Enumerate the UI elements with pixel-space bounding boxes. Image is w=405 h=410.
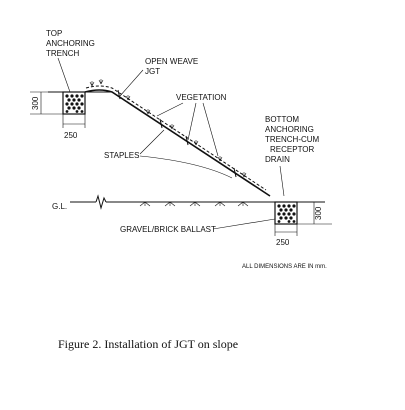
ground-hatching (139, 201, 249, 207)
label-vegetation: VEGETATION (176, 93, 227, 102)
top-height-dimension (30, 91, 63, 115)
top-width-dimension (62, 114, 86, 128)
label-trench: TRENCH (46, 49, 80, 58)
bottom-width-dimension (274, 224, 298, 236)
top-height-value: 300 (31, 96, 40, 110)
bottom-anchoring-trench (274, 201, 298, 225)
label-top: TOP (46, 29, 62, 38)
bottom-height-dimension (297, 202, 332, 225)
jgt-leader (119, 69, 144, 97)
label-staples: STAPLES (104, 151, 139, 160)
bottom-height-value: 300 (314, 206, 323, 220)
label-bottom: BOTTOM (265, 115, 299, 124)
ground-level-line (70, 194, 325, 210)
gravel-leader (212, 218, 276, 230)
label-ground-level: G.L. (52, 202, 67, 211)
vegetation-leaders (156, 102, 219, 157)
bottom-width-value: 250 (276, 238, 290, 247)
top-width-value: 250 (64, 131, 78, 140)
label-anchoring: ANCHORING (46, 39, 95, 48)
label-all-dimensions: ALL DIMENSIONS ARE IN mm. (242, 264, 327, 270)
figure-caption: Figure 2. Installation of JGT on slope (58, 337, 238, 351)
jgt-layer (85, 85, 267, 191)
staple-marks (117, 89, 237, 178)
top-trench-leader (57, 57, 71, 93)
label-bottom-anchoring: ANCHORING (265, 125, 314, 134)
bottom-trench-leader (279, 165, 285, 197)
label-open-weave: OPEN WEAVE (145, 57, 198, 66)
staples-leaders (139, 129, 233, 179)
label-receptor: RECEPTOR (270, 145, 315, 154)
label-jgt: JGT (145, 67, 160, 76)
vegetation-tufts (89, 79, 247, 178)
slope-surface (84, 89, 271, 197)
label-drain: DRAIN (265, 155, 290, 164)
label-trench-cum: TRENCH-CUM (265, 135, 320, 144)
top-anchoring-trench (62, 91, 86, 115)
label-gravel: GRAVEL/BRICK BALLAST (120, 225, 216, 234)
